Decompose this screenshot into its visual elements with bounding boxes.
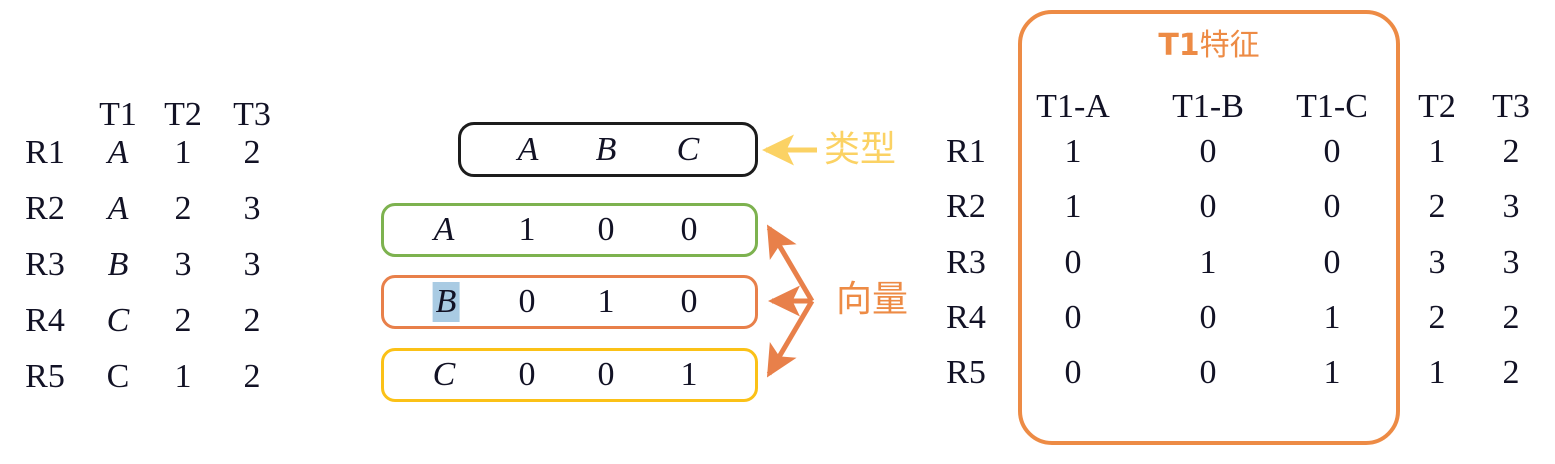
right-cell-t2: 2 [1428, 299, 1446, 336]
right-row-label: R3 [946, 244, 986, 281]
left-cell-t2: 1 [174, 134, 192, 171]
left-cell-t3: 2 [243, 358, 261, 395]
vector-b-value-2: 0 [680, 283, 698, 320]
type-label: 类型 [823, 129, 897, 170]
right-cell-t3: 2 [1502, 133, 1520, 170]
vector-a-value-2: 0 [680, 211, 698, 248]
right-row-label: R5 [946, 354, 986, 391]
vector-c-value-2: 1 [680, 356, 698, 393]
left-cell-category: B [107, 246, 129, 283]
vector-box-a [381, 203, 758, 257]
left-cell-t3: 2 [243, 302, 261, 339]
vector-c-value-1: 0 [597, 356, 615, 393]
vector-arrows-icon [766, 224, 815, 378]
vector-a-value-1: 0 [597, 211, 615, 248]
left-cell-t2: 1 [174, 358, 192, 395]
vector-b-value-0: 0 [518, 283, 536, 320]
left-cell-t3: 2 [243, 134, 261, 171]
t1-feature-group-label: T1特征 [1158, 31, 1259, 61]
right-cell-t1a: 0 [1064, 299, 1082, 336]
right-cell-t2: 3 [1428, 244, 1446, 281]
t1-feature-group-label-rest: 特征 [1199, 28, 1260, 63]
right-col-header-t1b: T1-B [1172, 88, 1244, 125]
vector-box-c [381, 348, 758, 402]
left-col-header-t2: T2 [164, 96, 202, 133]
left-cell-category: C [106, 358, 130, 395]
highlight-span: B [432, 282, 460, 322]
right-cell-t2: 2 [1428, 188, 1446, 225]
right-col-header-t1a: T1-A [1036, 88, 1110, 125]
left-cell-category: A [107, 190, 129, 227]
left-row-label: R2 [25, 190, 65, 227]
t1-feature-group-label-bold: T1 [1158, 28, 1200, 63]
right-cell-t1a: 1 [1064, 133, 1082, 170]
right-col-header-t3: T3 [1492, 88, 1530, 125]
left-col-header-t1: T1 [99, 96, 137, 133]
vector-box-b [381, 275, 758, 329]
right-cell-t3: 2 [1502, 354, 1520, 391]
right-cell-t2: 1 [1428, 133, 1446, 170]
right-cell-t1a: 0 [1064, 244, 1082, 281]
right-col-header-t2: T2 [1418, 88, 1456, 125]
type-box-value-b: B [595, 131, 617, 168]
right-cell-t1c: 0 [1323, 133, 1341, 170]
right-cell-t2: 1 [1428, 354, 1446, 391]
vector-c-category: C [432, 356, 456, 393]
right-cell-t3: 3 [1502, 188, 1520, 225]
left-cell-t2: 2 [174, 190, 192, 227]
left-cell-t3: 3 [243, 190, 261, 227]
left-cell-category: A [107, 134, 129, 171]
right-cell-t1b: 0 [1199, 188, 1217, 225]
right-row-label: R4 [946, 299, 986, 336]
right-cell-t1b: 0 [1199, 133, 1217, 170]
right-cell-t1c: 1 [1323, 354, 1341, 391]
left-col-header-t3: T3 [233, 96, 271, 133]
left-cell-t3: 3 [243, 246, 261, 283]
type-box-value-a: A [517, 131, 539, 168]
vector-c-value-0: 0 [518, 356, 536, 393]
right-cell-t1b: 1 [1199, 244, 1217, 281]
type-box [458, 122, 758, 177]
left-cell-t2: 2 [174, 302, 192, 339]
left-row-label: R5 [25, 358, 65, 395]
vector-a-value-0: 1 [518, 211, 536, 248]
right-row-label: R1 [946, 133, 986, 170]
right-cell-t1c: 1 [1323, 299, 1341, 336]
right-cell-t1b: 0 [1199, 299, 1217, 336]
left-row-label: R3 [25, 246, 65, 283]
right-cell-t3: 2 [1502, 299, 1520, 336]
right-cell-t1c: 0 [1323, 188, 1341, 225]
left-row-label: R4 [25, 302, 65, 339]
left-row-label: R1 [25, 134, 65, 171]
right-cell-t1a: 1 [1064, 188, 1082, 225]
right-col-header-t1c: T1-C [1296, 88, 1368, 125]
left-cell-t2: 3 [174, 246, 192, 283]
t1-feature-frame [1018, 10, 1400, 445]
left-cell-category: C [106, 302, 130, 339]
right-row-label: R2 [946, 188, 986, 225]
vector-label: 向量 [835, 279, 909, 320]
right-cell-t1c: 0 [1323, 244, 1341, 281]
vector-a-category: A [433, 211, 455, 248]
type-box-value-c: C [676, 131, 700, 168]
right-cell-t1a: 0 [1064, 354, 1082, 391]
vector-b-category-highlighted: B [432, 282, 460, 322]
right-cell-t3: 3 [1502, 244, 1520, 281]
right-cell-t1b: 0 [1199, 354, 1217, 391]
vector-b-value-1: 1 [597, 283, 615, 320]
